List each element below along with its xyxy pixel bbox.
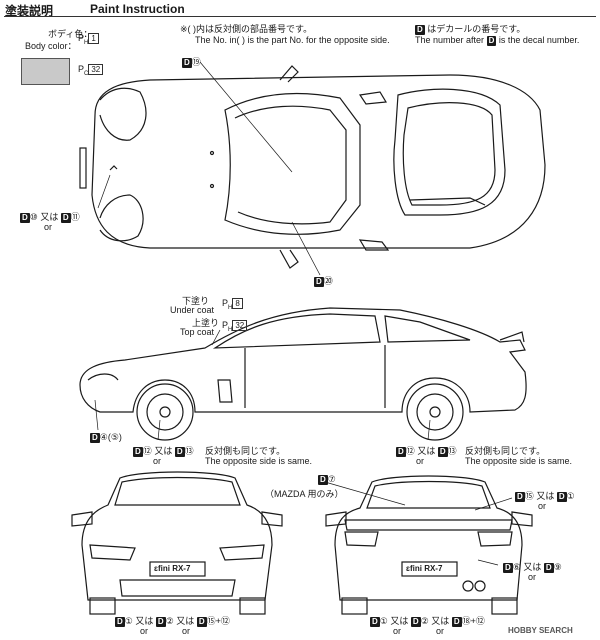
same-right-jp: 反対側も同じです。	[465, 446, 546, 456]
note-paren-jp: ※( )内は反対側の部品番号です。	[180, 24, 313, 34]
header-title-en: Paint Instruction	[90, 2, 185, 16]
note-decal-jp: D はデカールの番号です。	[415, 24, 526, 35]
rear-right-mid-or: or	[528, 572, 537, 582]
front-view-car	[71, 471, 283, 615]
top-left-or: or	[44, 222, 53, 232]
rear-right-top-or: or	[538, 501, 547, 511]
front-or-1: or	[140, 626, 149, 636]
side-view-car	[79, 307, 527, 441]
rear-or-2: or	[436, 626, 445, 636]
top-coat-jp: 上塗り	[192, 318, 220, 328]
same-left-jp: 反対側も同じです。	[205, 446, 286, 456]
body-color-swatch	[21, 58, 70, 85]
rear-mazda-note: （MAZDA 用のみ）	[265, 489, 344, 499]
front-plate: ɛfini RX-7	[154, 564, 191, 573]
under-coat-jp: 下塗り	[182, 296, 210, 306]
top-coat-en: Top coat	[180, 327, 215, 337]
same-right-en: The opposite side is same.	[465, 456, 573, 466]
note-decal-en: The number after D is the decal number.	[415, 35, 580, 46]
rear-plate: ɛfini RX-7	[406, 564, 443, 573]
body-color-label-en: Body color：	[25, 41, 77, 51]
under-coat-en: Under coat	[170, 305, 215, 315]
wheel-right-or: or	[416, 456, 425, 466]
body-color-label-jp: ボディ色：	[48, 29, 93, 39]
note-paren-en: The No. in( ) is the part No. for the op…	[195, 35, 390, 45]
rear-view-car	[325, 475, 533, 615]
header-title-jp: 塗装説明	[5, 4, 54, 18]
watermark: HOBBY SEARCH	[508, 626, 573, 635]
wheel-left-or: or	[153, 456, 162, 466]
top-view-car	[79, 65, 546, 269]
rear-or-1: or	[393, 626, 402, 636]
same-left-en: The opposite side is same.	[205, 456, 313, 466]
header-rule	[4, 16, 596, 17]
front-or-2: or	[182, 626, 191, 636]
